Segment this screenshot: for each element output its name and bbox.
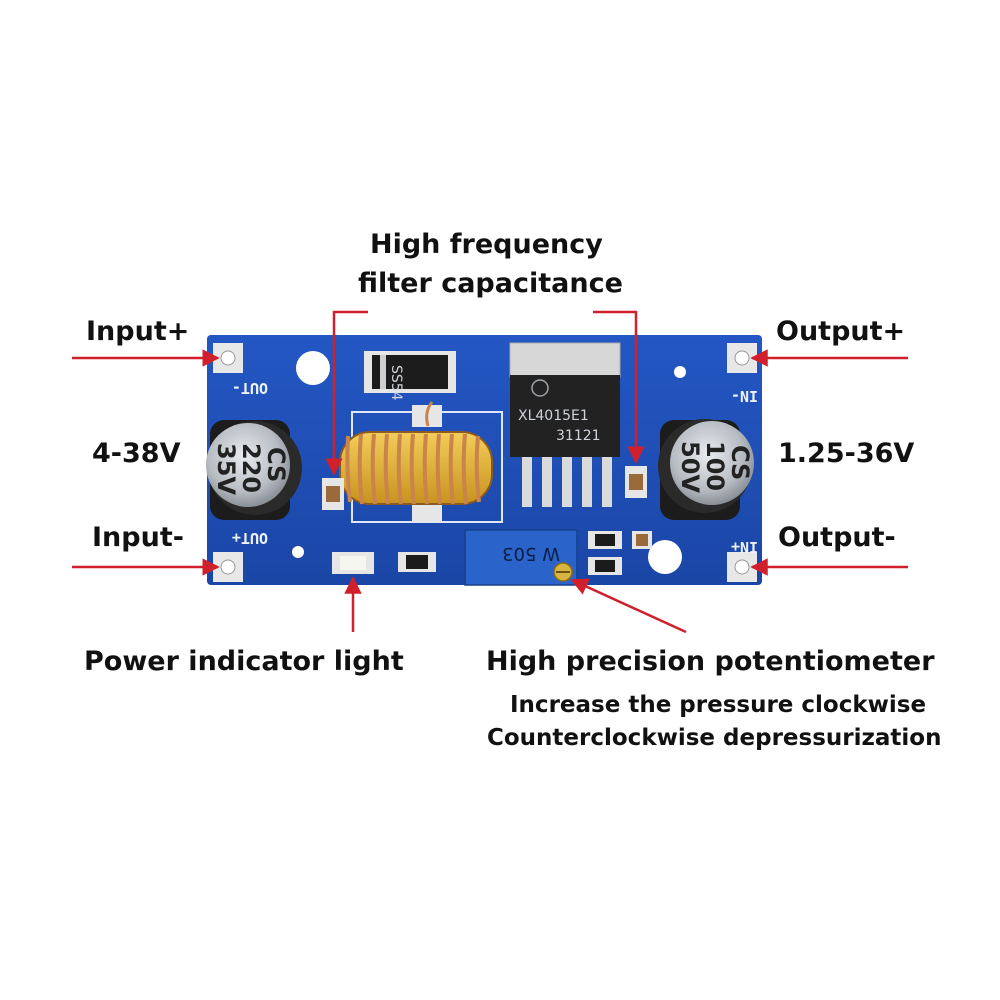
label-potentiometer: High precision potentiometer <box>486 646 935 677</box>
pad-in-plus[interactable] <box>727 552 757 582</box>
label-capacitance-line1: High frequency <box>370 229 603 260</box>
cap-left-line3: 35V <box>212 443 240 495</box>
mounting-hole-small-right <box>674 366 686 378</box>
diode-marking: SS54 <box>388 365 404 401</box>
arrow-filter-left <box>325 310 368 476</box>
mounting-hole-top-left <box>296 351 330 385</box>
pot-marking: W 503 <box>502 543 560 564</box>
silk-out-plus: OUT+ <box>232 529 268 547</box>
silk-in-minus: IN- <box>731 387 758 405</box>
chip-marking-line2: 31121 <box>556 428 601 444</box>
diode-ss54: SS54 <box>364 351 456 401</box>
arrow-filter-right <box>593 310 645 464</box>
cap-right-line3: 50V <box>676 441 704 493</box>
smd-resistor-3 <box>588 557 622 575</box>
label-input-minus: Input- <box>92 522 184 553</box>
pad-out-plus[interactable] <box>213 552 243 582</box>
callout-lines <box>72 310 908 634</box>
label-input-plus: Input+ <box>86 316 190 347</box>
trim-potentiometer[interactable]: W 503 <box>464 529 578 586</box>
mounting-hole-small-left <box>292 546 304 558</box>
cap-right-line1: CS <box>726 445 754 480</box>
power-led <box>332 552 374 574</box>
toroid-inductor <box>339 401 493 522</box>
label-output-plus: Output+ <box>776 316 906 347</box>
label-pot-counterclockwise: Counterclockwise depressurization <box>487 725 942 751</box>
arrow-potentiometer <box>570 578 687 634</box>
label-capacitance-line2: filter capacitance <box>358 268 623 299</box>
filter-capacitor-right <box>625 466 647 498</box>
filter-capacitor-left <box>322 478 344 510</box>
capacitor-input-220uf: CS 220 35V <box>206 420 302 520</box>
smd-resistor-1 <box>398 552 436 572</box>
label-input-voltage: 4-38V <box>92 438 181 469</box>
smd-resistor-2 <box>588 531 622 549</box>
mounting-hole-bottom-right <box>648 540 682 574</box>
cap-left-line1: CS <box>262 447 290 482</box>
label-output-minus: Output- <box>778 522 896 553</box>
silk-out-minus: OUT- <box>232 379 268 397</box>
smd-capacitor-4 <box>632 531 652 549</box>
regulator-chip-xl4015: XL4015E1 31121 <box>509 342 621 507</box>
cap-right-line2: 100 <box>701 441 729 491</box>
label-output-voltage: 1.25-36V <box>778 438 915 469</box>
silk-in-plus: IN+ <box>731 538 758 556</box>
cap-left-line2: 220 <box>237 443 265 493</box>
chip-marking-line1: XL4015E1 <box>518 408 589 424</box>
label-power-light: Power indicator light <box>84 646 404 677</box>
capacitor-output-100uf: CS 100 50V <box>658 419 754 520</box>
label-pot-clockwise: Increase the pressure clockwise <box>510 692 927 718</box>
